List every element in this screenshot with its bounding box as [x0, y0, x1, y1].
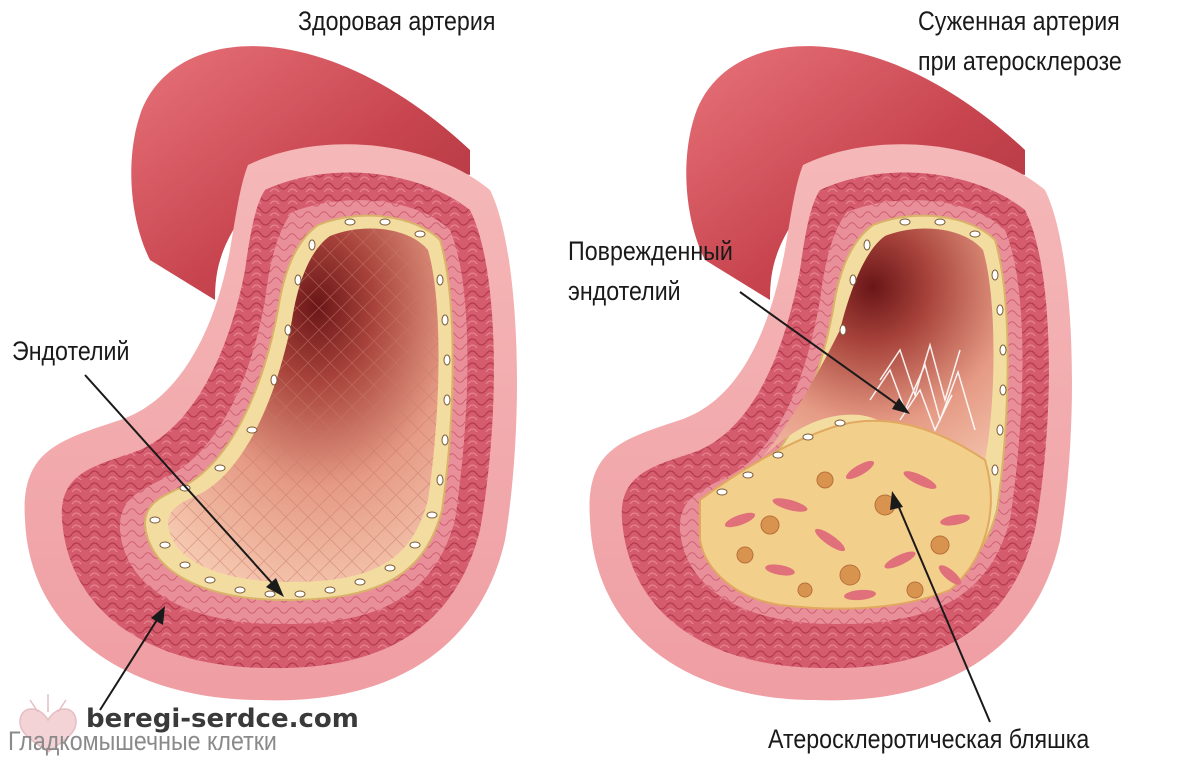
damaged-endothelium-label-line1: Поврежденный: [568, 234, 733, 268]
plaque-label: Атеросклеротическая бляшка: [768, 722, 1089, 756]
narrowed-artery: [590, 46, 1072, 700]
healthy-artery: [25, 46, 517, 700]
damaged-endothelium-label-line2: эндотелий: [568, 274, 681, 308]
narrowed-artery-title-line1: Суженная артерия: [918, 4, 1120, 38]
watermark-text: beregi-serdce.com: [86, 704, 359, 734]
endothelium-label: Эндотелий: [12, 334, 129, 368]
narrowed-artery-title-line2: при атеросклерозе: [918, 44, 1122, 78]
healthy-artery-title: Здоровая артерия: [298, 4, 495, 38]
